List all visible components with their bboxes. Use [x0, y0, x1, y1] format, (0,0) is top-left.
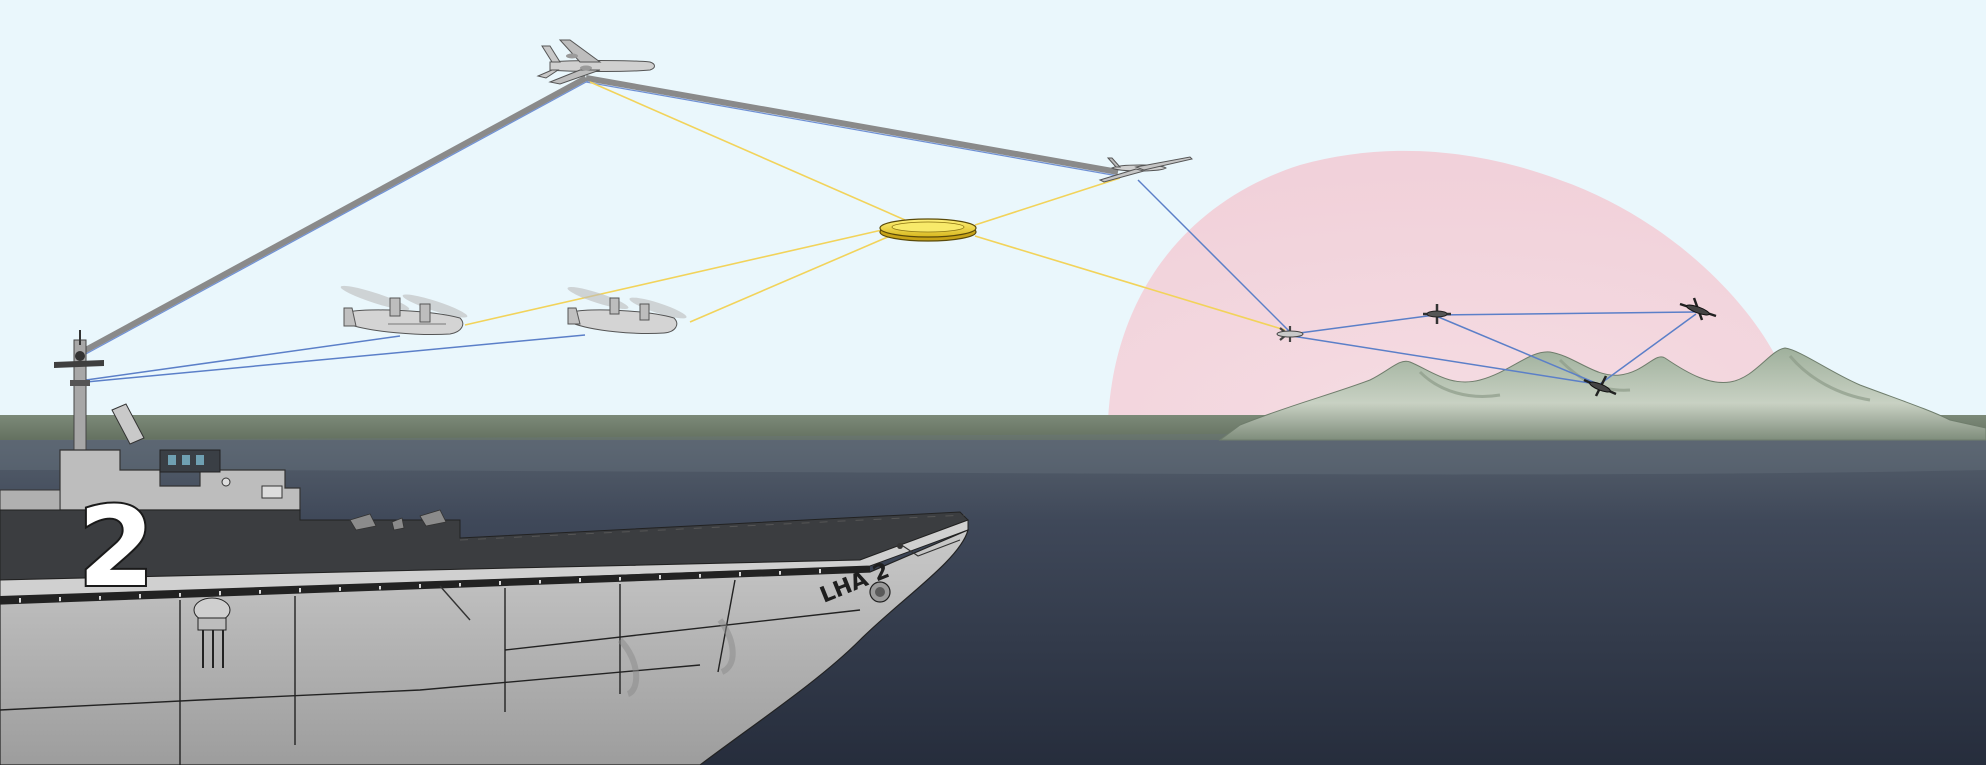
- ship-mast-antenna-icon: [54, 330, 104, 461]
- small-uav-icon: [1679, 297, 1717, 321]
- link-swarm-d: [1435, 315, 1599, 385]
- link-swarm-c: [1291, 335, 1597, 385]
- high-altitude-uav-icon: [1098, 156, 1193, 183]
- link-swarm-a: [1291, 314, 1436, 335]
- side-sponson: [193, 597, 231, 668]
- tiltrotor-aircraft-icon: [340, 285, 468, 336]
- link-swarm-b: [1434, 311, 1697, 316]
- datalink-network: [80, 75, 1697, 385]
- airborne-relay-node-icon: [879, 218, 977, 242]
- small-uav-icon: [1276, 326, 1304, 342]
- backbone-link-bomber-uav: [585, 75, 1119, 175]
- hull-number: 2: [78, 483, 155, 611]
- tiltrotor-aircraft-icon: [567, 287, 687, 334]
- link-relay-tiltrotor2: [689, 235, 891, 323]
- link-uav-small-uav: [1137, 179, 1291, 333]
- sea-haze: [0, 430, 1986, 475]
- link-relay-small-uav: [974, 235, 1286, 331]
- link-ship-tiltrotor2: [85, 334, 586, 383]
- threat-dome: [1108, 150, 1790, 421]
- link-relay-uav: [974, 177, 1121, 226]
- backbone-link-ship-bomber: [80, 75, 588, 355]
- amphibious-assault-ship: 2 LHA 2: [0, 330, 969, 765]
- link-relay-tiltrotor1: [464, 229, 883, 326]
- link-swarm-e: [1599, 313, 1697, 385]
- small-uav-icon: [1583, 375, 1617, 397]
- bomber-aircraft-icon: [536, 39, 655, 85]
- link-ship-tiltrotor1: [85, 335, 401, 381]
- link-bomber-relay: [589, 81, 906, 221]
- small-uav-icon: [1423, 304, 1451, 324]
